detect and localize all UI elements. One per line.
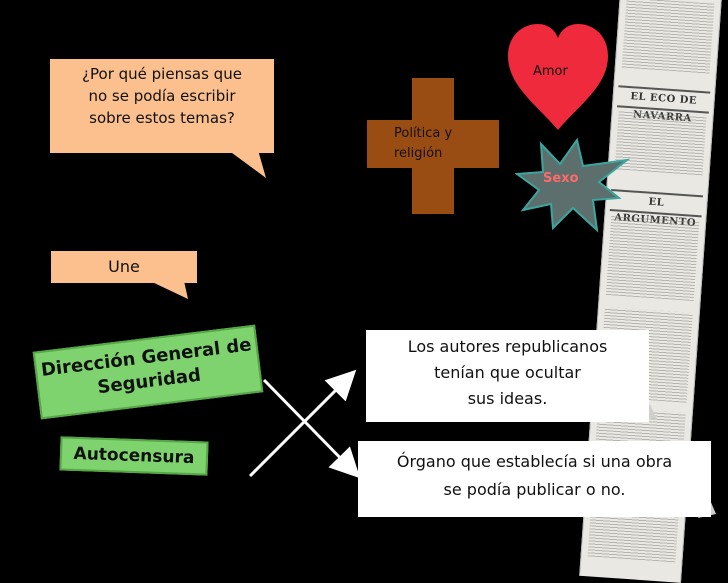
newspaper-text-block: [622, 0, 715, 74]
box-line: tenían que ocultar: [366, 360, 649, 386]
arrow-line: [250, 374, 352, 476]
question-callout: ¿Por qué piensas que no se podía escribi…: [50, 59, 274, 153]
starburst-icon: [515, 138, 633, 234]
sexo-label: Sexo: [543, 171, 579, 186]
box-line: se podía publicar o no.: [358, 476, 711, 504]
organo-box: Órgano que establecía si una obra se pod…: [358, 441, 711, 517]
connector-arrows: [220, 360, 370, 490]
box-line: sus ideas.: [366, 386, 649, 412]
box-line: Órgano que establecía si una obra: [358, 448, 711, 476]
arrow-line: [264, 380, 356, 474]
amor-label: Amor: [533, 64, 568, 79]
republicanos-box: Los autores republicanos tenían que ocul…: [366, 330, 649, 422]
politica-religion-label: Política y religión: [394, 124, 494, 164]
question-line: sobre estos temas?: [50, 107, 274, 129]
label-line: Política y: [394, 124, 494, 144]
une-callout: Une: [51, 251, 197, 283]
question-line: no se podía escribir: [50, 85, 274, 107]
callout-tail: [150, 281, 190, 301]
question-line: ¿Por qué piensas que: [50, 63, 274, 85]
callout-tail: [228, 150, 268, 180]
autocensura-box: Autocensura: [59, 436, 208, 475]
label-line: religión: [394, 144, 494, 164]
box-line: Los autores republicanos: [366, 334, 649, 360]
